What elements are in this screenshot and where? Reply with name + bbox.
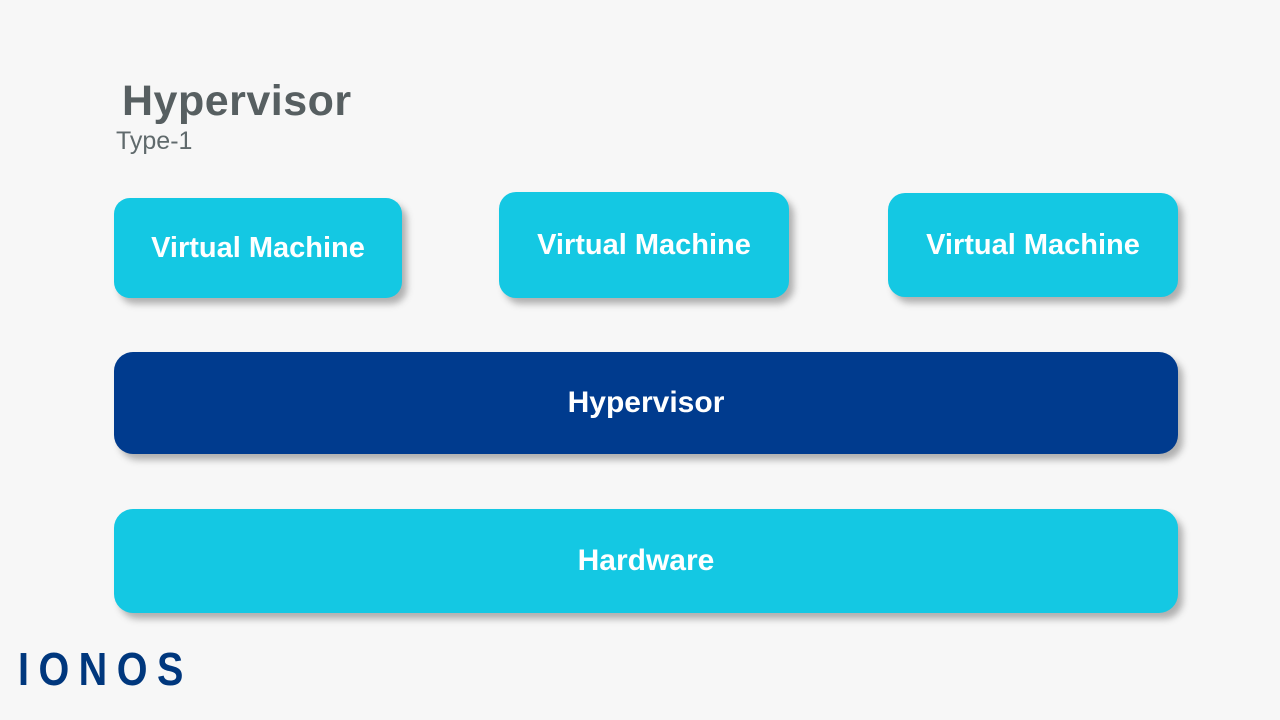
virtual-machine-box-2: Virtual Machine [499, 192, 789, 298]
hardware-layer-label: Hardware [577, 544, 715, 577]
page-subtitle: Type-1 [116, 127, 193, 155]
virtual-machine-label-2: Virtual Machine [537, 228, 751, 261]
heading-block: Hypervisor Type-1 [114, 76, 814, 156]
virtual-machine-box-1: Virtual Machine [114, 198, 402, 298]
virtual-machine-box-3: Virtual Machine [888, 193, 1178, 297]
hypervisor-layer-label: Hypervisor [567, 386, 725, 419]
page-title: Hypervisor [122, 77, 352, 125]
hardware-layer-box: Hardware [114, 509, 1178, 613]
ionos-logo: IONOS [18, 643, 193, 695]
hypervisor-layer-box: Hypervisor [114, 352, 1178, 454]
virtual-machine-label-1: Virtual Machine [151, 231, 365, 264]
virtual-machine-label-3: Virtual Machine [926, 228, 1140, 261]
